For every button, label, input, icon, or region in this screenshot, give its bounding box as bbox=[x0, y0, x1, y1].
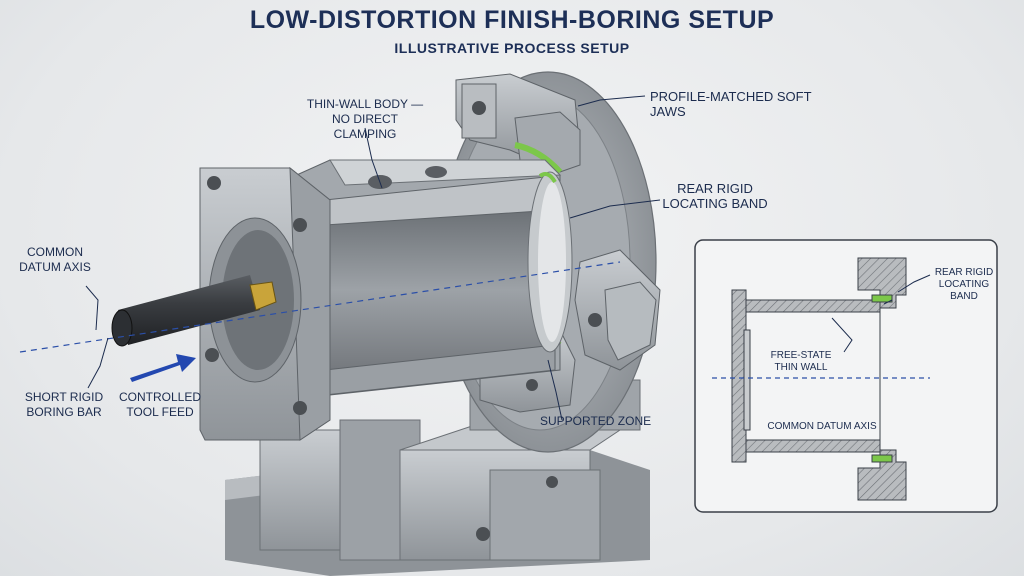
label-soft-jaws: PROFILE-MATCHED SOFT JAWS bbox=[650, 89, 812, 119]
fixture-base bbox=[225, 379, 650, 576]
label-thin-wall-body: THIN-WALL BODY — NO DIRECT CLAMPING bbox=[306, 97, 424, 141]
inset-label-datum-axis: COMMON DATUM AXIS bbox=[767, 421, 877, 432]
label-tool-feed: CONTROLLED TOOL FEED bbox=[118, 390, 201, 419]
label-datum-axis: COMMON DATUM AXIS bbox=[19, 245, 91, 274]
soft-jaw-top bbox=[455, 73, 581, 175]
inset-label-rear-band: REAR RIGID LOCATING BAND bbox=[934, 267, 994, 302]
inset-panel bbox=[694, 239, 998, 513]
thin-wall-body bbox=[289, 159, 573, 396]
page-title: LOW-DISTORTION FINISH-BORING SETUP bbox=[249, 6, 775, 34]
boring-insert-icon bbox=[249, 281, 277, 311]
feed-arrow-icon bbox=[130, 354, 196, 382]
label-rear-locating-band: REAR RIGID LOCATING BAND bbox=[662, 181, 768, 211]
page-subtitle: ILLUSTRATIVE PROCESS SETUP bbox=[394, 40, 630, 56]
label-boring-bar: SHORT RIGID BORING BAR bbox=[24, 390, 104, 419]
soft-jaw-right bbox=[574, 249, 661, 371]
label-supported-zone: SUPPORTED ZONE bbox=[540, 414, 652, 428]
inset-label-free-state: FREE-STATE THIN WALL bbox=[770, 350, 832, 373]
leader-lines bbox=[85, 95, 661, 421]
datum-axis-line bbox=[19, 261, 621, 353]
boring-bar bbox=[111, 275, 277, 347]
